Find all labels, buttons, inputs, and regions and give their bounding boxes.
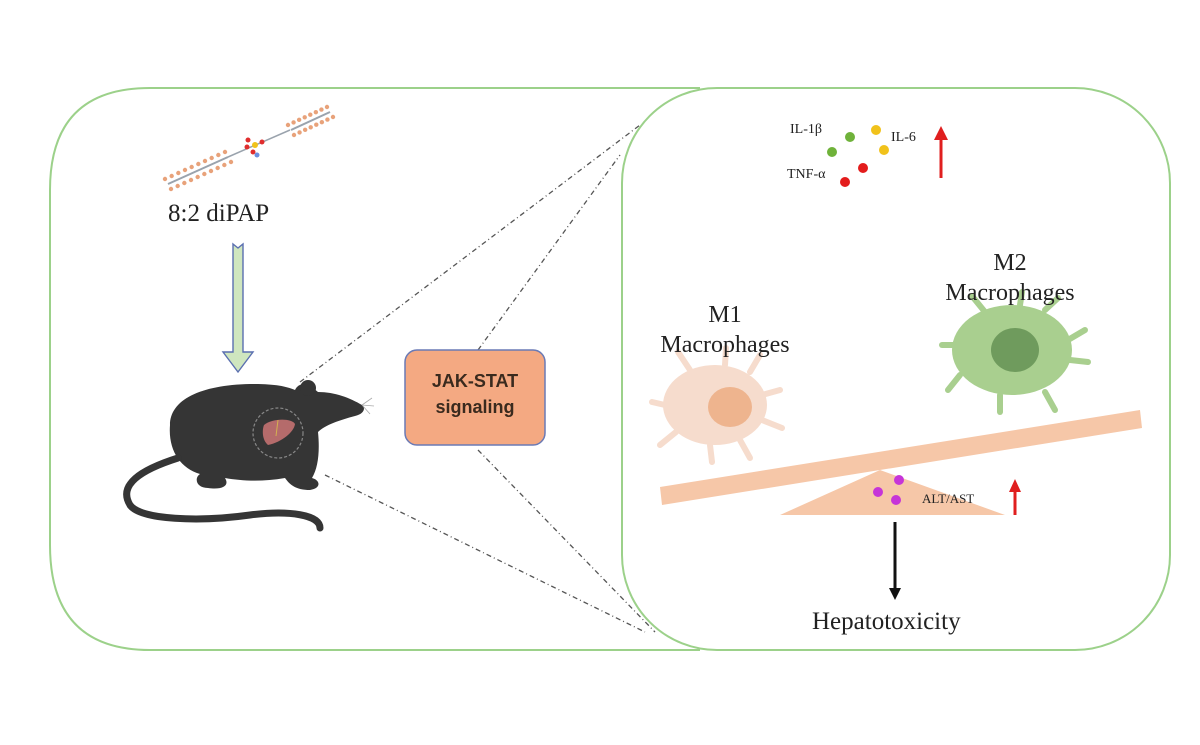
fluorine-atom	[308, 125, 313, 130]
fluorine-atom	[209, 155, 214, 161]
fluorine-atom	[182, 180, 187, 186]
whiskers-icon	[361, 397, 375, 415]
tnf-label: TNF-α	[787, 167, 826, 182]
outcome-down-arrow-icon	[889, 522, 901, 600]
fluorine-atom	[319, 107, 324, 112]
jak-stat-box	[404, 349, 546, 446]
fluorine-atom	[297, 130, 302, 135]
fluorine-atom	[189, 164, 194, 170]
fluorine-atom	[228, 159, 234, 165]
fluorine-atom	[222, 149, 228, 155]
compound-label: 8:2 diPAP	[168, 200, 270, 227]
fluorine-atom	[291, 120, 296, 125]
fluorine-atom	[296, 117, 302, 123]
fluorine-atom	[169, 173, 174, 179]
il1b-dot	[827, 147, 837, 157]
il1b-label: IL-1β	[790, 122, 822, 137]
il6-label: IL-6	[891, 130, 916, 145]
m1-label-line1: M1	[708, 302, 742, 328]
fluorine-atom	[330, 114, 336, 120]
altast-label: ALT/AST	[922, 491, 975, 506]
tnf-dot	[840, 177, 850, 187]
seesaw-beam	[660, 410, 1142, 505]
fluorine-atom	[202, 158, 208, 164]
tnf-dot	[858, 163, 868, 173]
m1-label: M1 Macrophages	[640, 300, 810, 360]
fluorine-atom	[324, 104, 330, 110]
fluorine-atom	[314, 122, 319, 127]
fluorine-atom	[319, 119, 325, 125]
fluorine-atom	[291, 132, 297, 138]
cytokine-up-arrow-icon	[934, 126, 948, 178]
seesaw-fulcrum	[780, 470, 1005, 515]
outcome-label: Hepatotoxicity	[812, 608, 961, 635]
fluorine-atom	[202, 171, 207, 177]
fluorine-atom	[182, 167, 188, 173]
down-arrow-icon	[221, 242, 255, 374]
m2-label-line1: M2	[993, 250, 1027, 276]
right-panel-border	[621, 87, 1171, 651]
fluorine-atom	[302, 115, 307, 120]
fluorine-atom	[196, 161, 201, 167]
jak-stat-label: JAK-STAT signaling	[405, 368, 545, 420]
fluorine-atom	[208, 168, 214, 174]
fluorine-atom	[308, 112, 313, 117]
il6-dot	[879, 145, 889, 155]
il6-dot	[871, 125, 881, 135]
fluorine-atom	[222, 162, 227, 168]
jak-stat-line2: signaling	[435, 397, 515, 417]
liver-icon	[252, 407, 304, 459]
fluorine-atom	[216, 152, 221, 158]
m2-label: M2 Macrophages	[920, 248, 1100, 308]
m2-nucleus	[991, 328, 1039, 372]
fluorine-atom	[285, 122, 291, 128]
mouse-icon	[123, 380, 364, 532]
m1-nucleus	[708, 387, 752, 427]
fluorine-atom	[162, 176, 168, 182]
diPAP-molecule-icon	[162, 104, 336, 192]
fluorine-atom	[168, 186, 174, 192]
left-panel-border	[49, 87, 700, 651]
m2-label-line2: Macrophages	[945, 280, 1075, 306]
enzyme-up-arrow-icon	[1009, 479, 1021, 515]
projection-lines	[299, 124, 656, 633]
fluorine-atom	[325, 117, 330, 122]
fluorine-atom	[313, 109, 319, 115]
fluorine-atom	[302, 127, 308, 133]
jak-stat-line1: JAK-STAT	[431, 371, 519, 391]
il1b-dot	[845, 132, 855, 142]
fluorine-atom	[175, 183, 180, 189]
m1-label-line2: Macrophages	[660, 332, 790, 358]
cytokine-dots	[827, 125, 889, 187]
fluorine-atom	[195, 174, 200, 180]
fluorine-atom	[188, 177, 194, 183]
fluorine-atom	[215, 165, 220, 171]
altast-dots	[873, 475, 904, 505]
fluorine-atom	[176, 170, 181, 176]
